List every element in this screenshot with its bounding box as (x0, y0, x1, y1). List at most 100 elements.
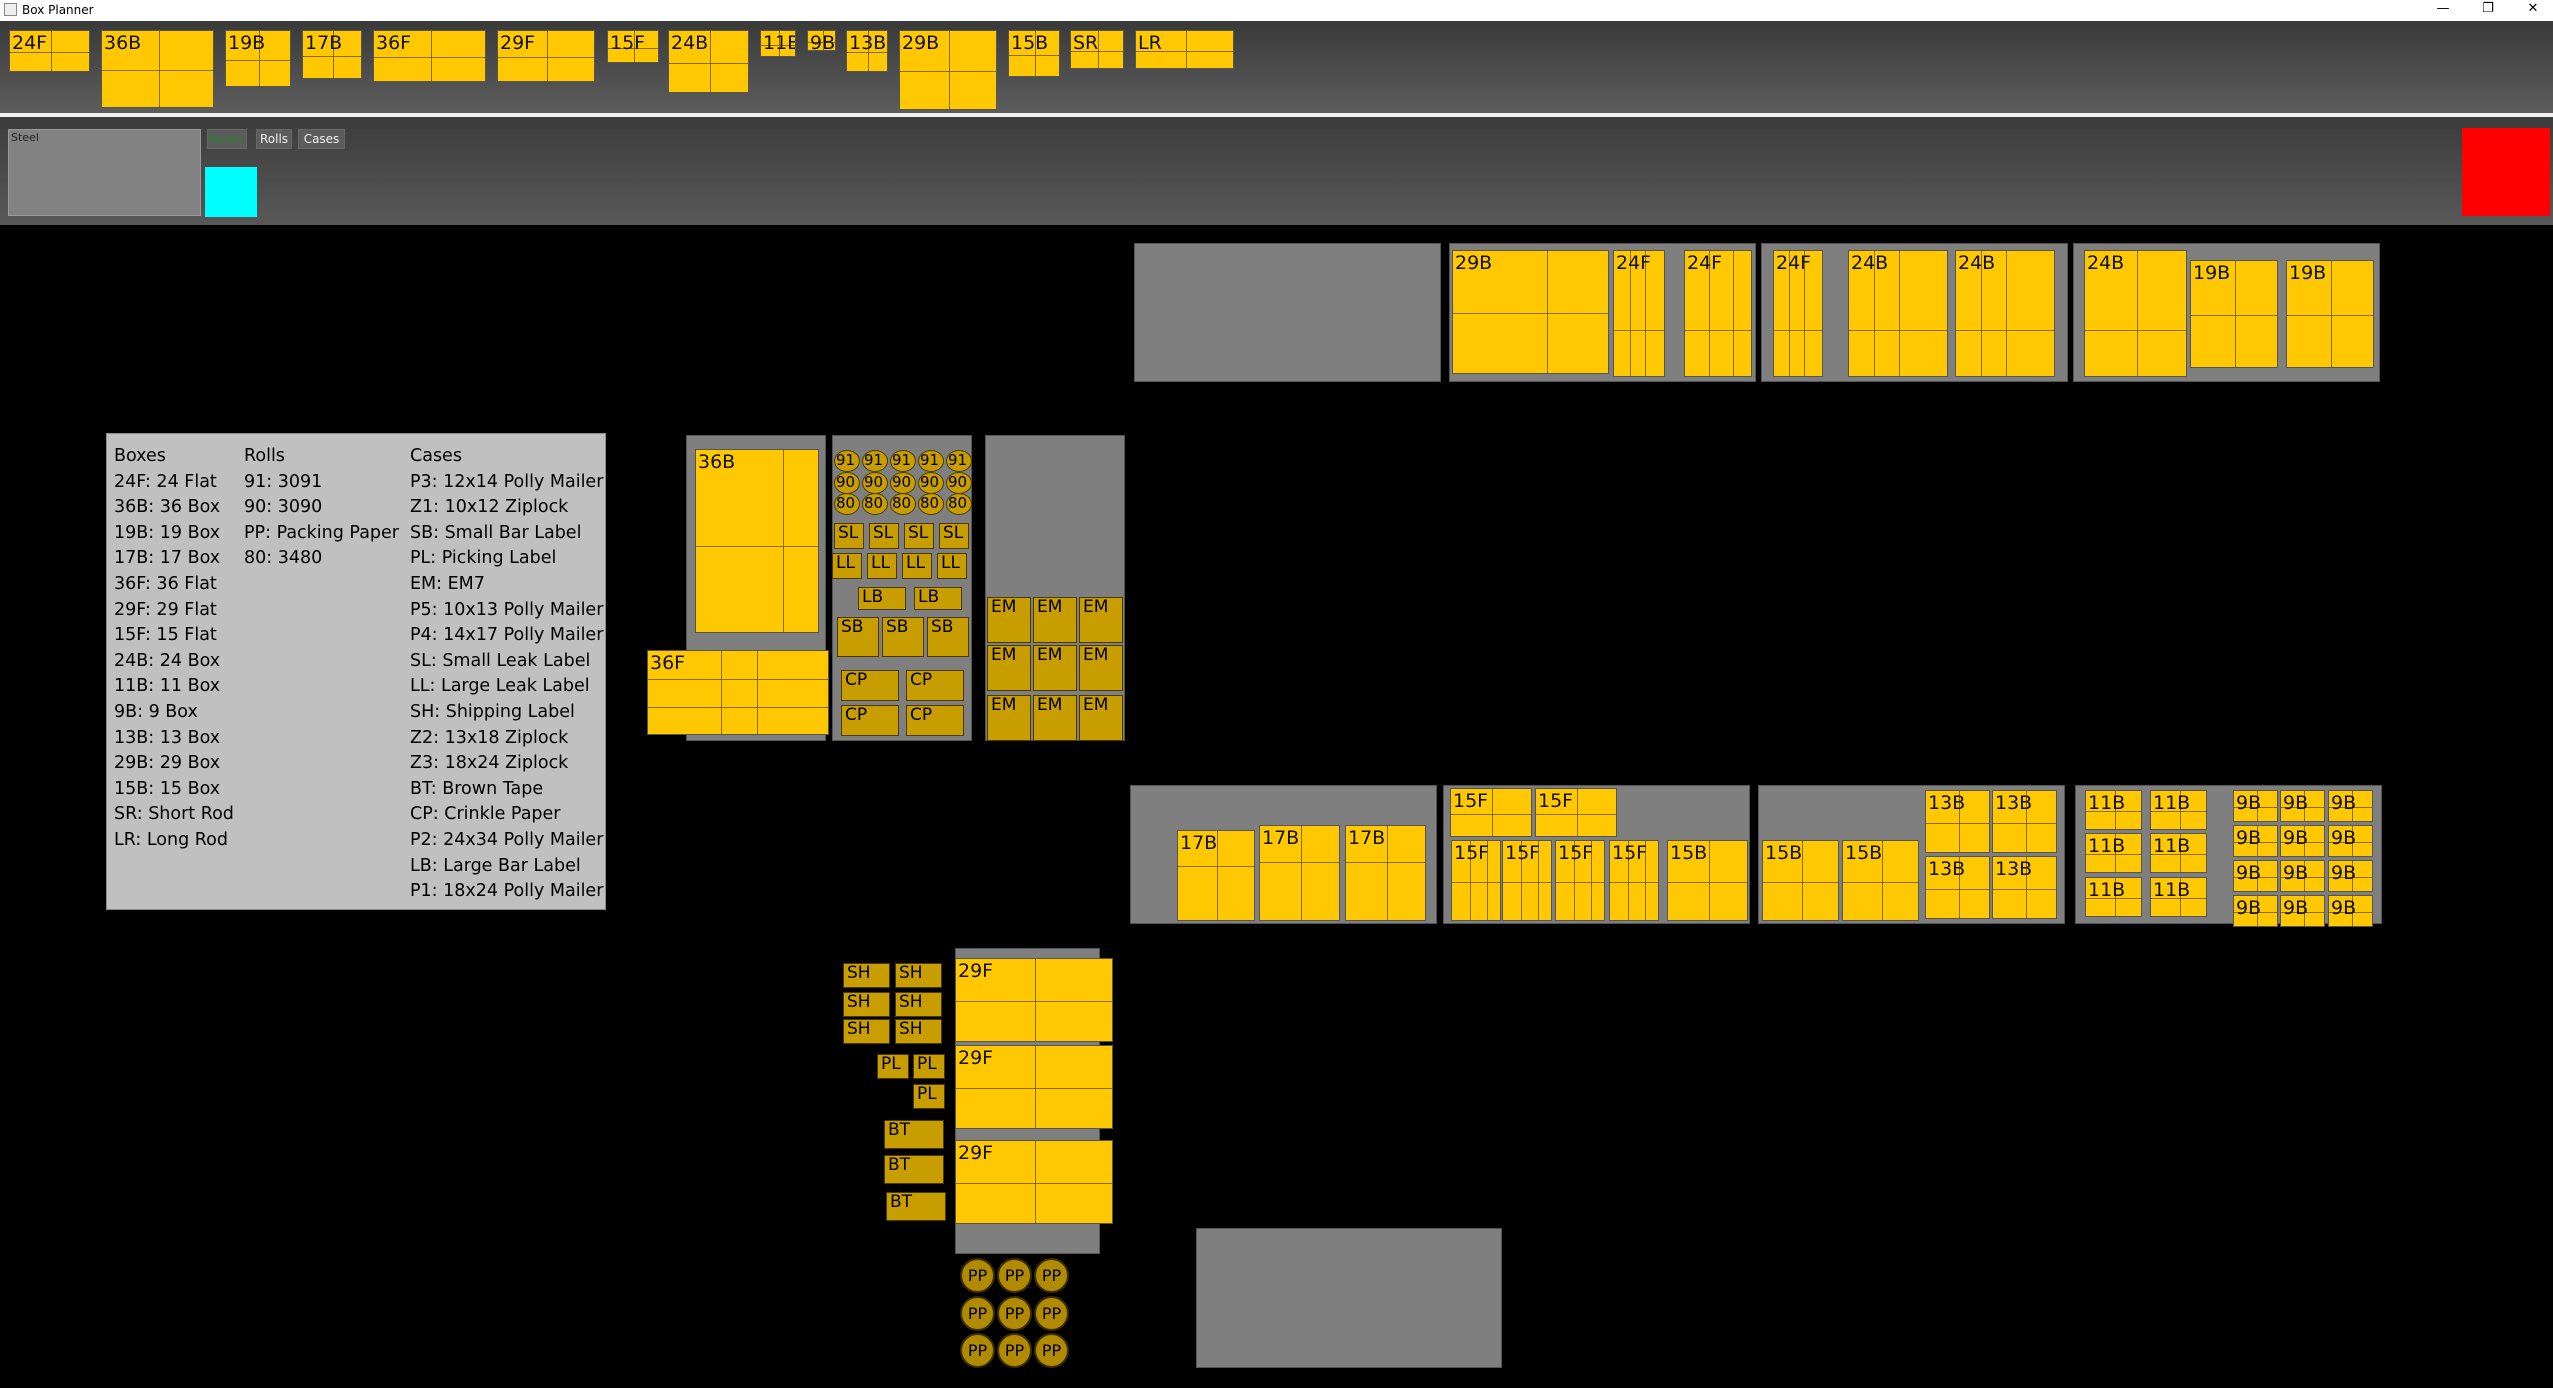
roll-pp[interactable]: PP (960, 1333, 995, 1368)
case-cp[interactable]: CP (841, 670, 899, 701)
box-29f[interactable]: 29F (955, 958, 1113, 1042)
box-15f[interactable]: 15F (1535, 788, 1617, 837)
palette-item-19b[interactable]: 19B (225, 30, 291, 87)
case-lb[interactable]: LB (858, 587, 906, 610)
box-36b[interactable]: 36B (695, 449, 819, 633)
case-em[interactable]: EM (1079, 597, 1123, 643)
case-em[interactable]: EM (1079, 695, 1123, 741)
box-24b[interactable]: 24B (1848, 250, 1948, 377)
box-19b[interactable]: 19B (2190, 260, 2278, 368)
palette-item-9b[interactable]: 9B (807, 30, 836, 51)
box-9b[interactable]: 9B (2233, 860, 2278, 892)
palette-item-sr[interactable]: SR (1070, 30, 1124, 69)
box-15f[interactable]: 15F (1502, 840, 1552, 921)
material-tile[interactable]: Steel (8, 129, 201, 216)
case-80[interactable]: 80 (946, 493, 972, 515)
case-ll[interactable]: LL (937, 553, 967, 579)
box-24f[interactable]: 24F (1684, 250, 1752, 377)
tab-cases[interactable]: Cases (298, 129, 345, 149)
box-17b[interactable]: 17B (1177, 830, 1255, 921)
roll-pp[interactable]: PP (1034, 1333, 1069, 1368)
case-sl[interactable]: SL (834, 523, 864, 549)
palette-item-lr[interactable]: LR (1135, 30, 1234, 69)
selected-color-swatch[interactable] (205, 167, 257, 217)
box-11b[interactable]: 11B (2085, 833, 2142, 873)
case-91[interactable]: 91 (918, 450, 944, 472)
box-13b[interactable]: 13B (1925, 856, 1990, 919)
case-em[interactable]: EM (1033, 695, 1077, 741)
palette-item-29b[interactable]: 29B (899, 30, 997, 110)
case-80[interactable]: 80 (862, 493, 888, 515)
case-sh[interactable]: SH (843, 1019, 890, 1044)
case-91[interactable]: 91 (862, 450, 888, 472)
close-button[interactable]: ✕ (2527, 1, 2539, 16)
palette-item-36b[interactable]: 36B (101, 30, 214, 108)
roll-pp[interactable]: PP (997, 1333, 1032, 1368)
box-24b[interactable]: 24B (2084, 250, 2187, 377)
case-sh[interactable]: SH (895, 992, 942, 1017)
tab-boxes[interactable]: Boxes (207, 129, 247, 149)
case-pl[interactable]: PL (913, 1054, 945, 1079)
palette-item-11b[interactable]: 11B (760, 30, 796, 57)
box-9b[interactable]: 9B (2328, 790, 2373, 822)
box-24f[interactable]: 24F (1773, 250, 1823, 377)
box-15b[interactable]: 15B (1667, 840, 1748, 921)
palette-item-36f[interactable]: 36F (373, 30, 486, 82)
pallet-tray[interactable] (1196, 1228, 1502, 1368)
case-bt[interactable]: BT (886, 1192, 946, 1221)
box-9b[interactable]: 9B (2280, 825, 2325, 857)
case-em[interactable]: EM (1033, 645, 1077, 691)
case-em[interactable]: EM (987, 645, 1031, 691)
case-em[interactable]: EM (987, 695, 1031, 741)
palette-item-24b[interactable]: 24B (668, 30, 749, 93)
case-bt[interactable]: BT (884, 1155, 944, 1184)
case-cp[interactable]: CP (841, 705, 899, 736)
case-em[interactable]: EM (987, 597, 1031, 643)
case-cp[interactable]: CP (906, 705, 964, 736)
palette-item-29f[interactable]: 29F (497, 30, 595, 82)
case-pl[interactable]: PL (877, 1054, 909, 1079)
case-90[interactable]: 90 (946, 472, 972, 494)
case-91[interactable]: 91 (834, 450, 860, 472)
case-ll[interactable]: LL (832, 553, 862, 579)
roll-pp[interactable]: PP (1034, 1258, 1069, 1293)
case-sh[interactable]: SH (895, 963, 942, 988)
box-19b[interactable]: 19B (2286, 260, 2374, 368)
box-29f[interactable]: 29F (955, 1045, 1113, 1129)
case-80[interactable]: 80 (834, 493, 860, 515)
alert-indicator[interactable] (2462, 128, 2550, 216)
case-sb[interactable]: SB (927, 617, 969, 657)
box-15b[interactable]: 15B (1762, 840, 1839, 921)
case-90[interactable]: 90 (890, 472, 916, 494)
box-9b[interactable]: 9B (2280, 790, 2325, 822)
box-9b[interactable]: 9B (2328, 895, 2373, 927)
roll-pp[interactable]: PP (1034, 1296, 1069, 1331)
case-91[interactable]: 91 (890, 450, 916, 472)
box-15f[interactable]: 15F (1451, 840, 1501, 921)
roll-pp[interactable]: PP (997, 1258, 1032, 1293)
box-24b[interactable]: 24B (1955, 250, 2055, 377)
case-sb[interactable]: SB (837, 617, 879, 657)
case-90[interactable]: 90 (834, 472, 860, 494)
case-91[interactable]: 91 (946, 450, 972, 472)
box-13b[interactable]: 13B (1992, 790, 2057, 853)
box-9b[interactable]: 9B (2280, 860, 2325, 892)
palette-item-15f[interactable]: 15F (607, 30, 659, 63)
box-29f[interactable]: 29F (955, 1140, 1113, 1224)
case-sl[interactable]: SL (869, 523, 899, 549)
case-90[interactable]: 90 (918, 472, 944, 494)
minimize-button[interactable]: — (2436, 1, 2450, 16)
box-15f[interactable]: 15F (1450, 788, 1532, 837)
case-bt[interactable]: BT (884, 1120, 944, 1149)
box-15f[interactable]: 15F (1609, 840, 1659, 921)
case-em[interactable]: EM (1079, 645, 1123, 691)
palette-item-13b[interactable]: 13B (846, 30, 888, 72)
box-9b[interactable]: 9B (2328, 825, 2373, 857)
box-9b[interactable]: 9B (2233, 895, 2278, 927)
case-lb[interactable]: LB (914, 587, 962, 610)
box-11b[interactable]: 11B (2085, 790, 2142, 830)
case-90[interactable]: 90 (862, 472, 888, 494)
case-sh[interactable]: SH (895, 1019, 942, 1044)
box-11b[interactable]: 11B (2150, 790, 2207, 830)
box-15b[interactable]: 15B (1842, 840, 1919, 921)
